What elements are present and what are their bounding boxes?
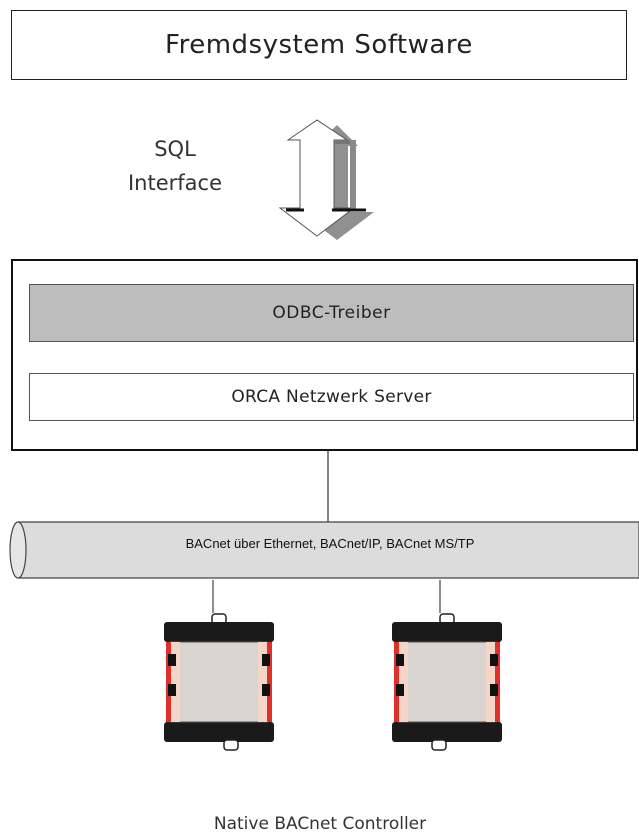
bus-label: BACnet über Ethernet, BACnet/IP, BACnet … — [185, 536, 475, 551]
controller-2-icon — [392, 613, 502, 751]
bus-pipe-end — [9, 521, 27, 579]
bidirectional-arrow-icon — [278, 119, 374, 240]
orca-server-label: ORCA Netzwerk Server — [231, 387, 432, 407]
odbc-driver-bar: ODBC-Treiber — [29, 284, 634, 342]
controller-1-icon — [164, 613, 274, 751]
sql-interface-line1: SQL — [154, 137, 196, 161]
external-system-label: Fremdsystem Software — [165, 30, 473, 60]
sql-interface-label: SQL Interface — [100, 132, 250, 200]
server-frame — [11, 259, 638, 451]
orca-server-bar: ORCA Netzwerk Server — [29, 373, 634, 421]
bacnet-bus — [9, 450, 639, 613]
sql-interface-line2: Interface — [127, 171, 223, 195]
odbc-driver-label: ODBC-Treiber — [272, 303, 391, 323]
external-system-box: Fremdsystem Software — [11, 10, 627, 80]
bus-pipe — [18, 521, 639, 579]
controllers-caption: Native BACnet Controller — [213, 814, 427, 834]
